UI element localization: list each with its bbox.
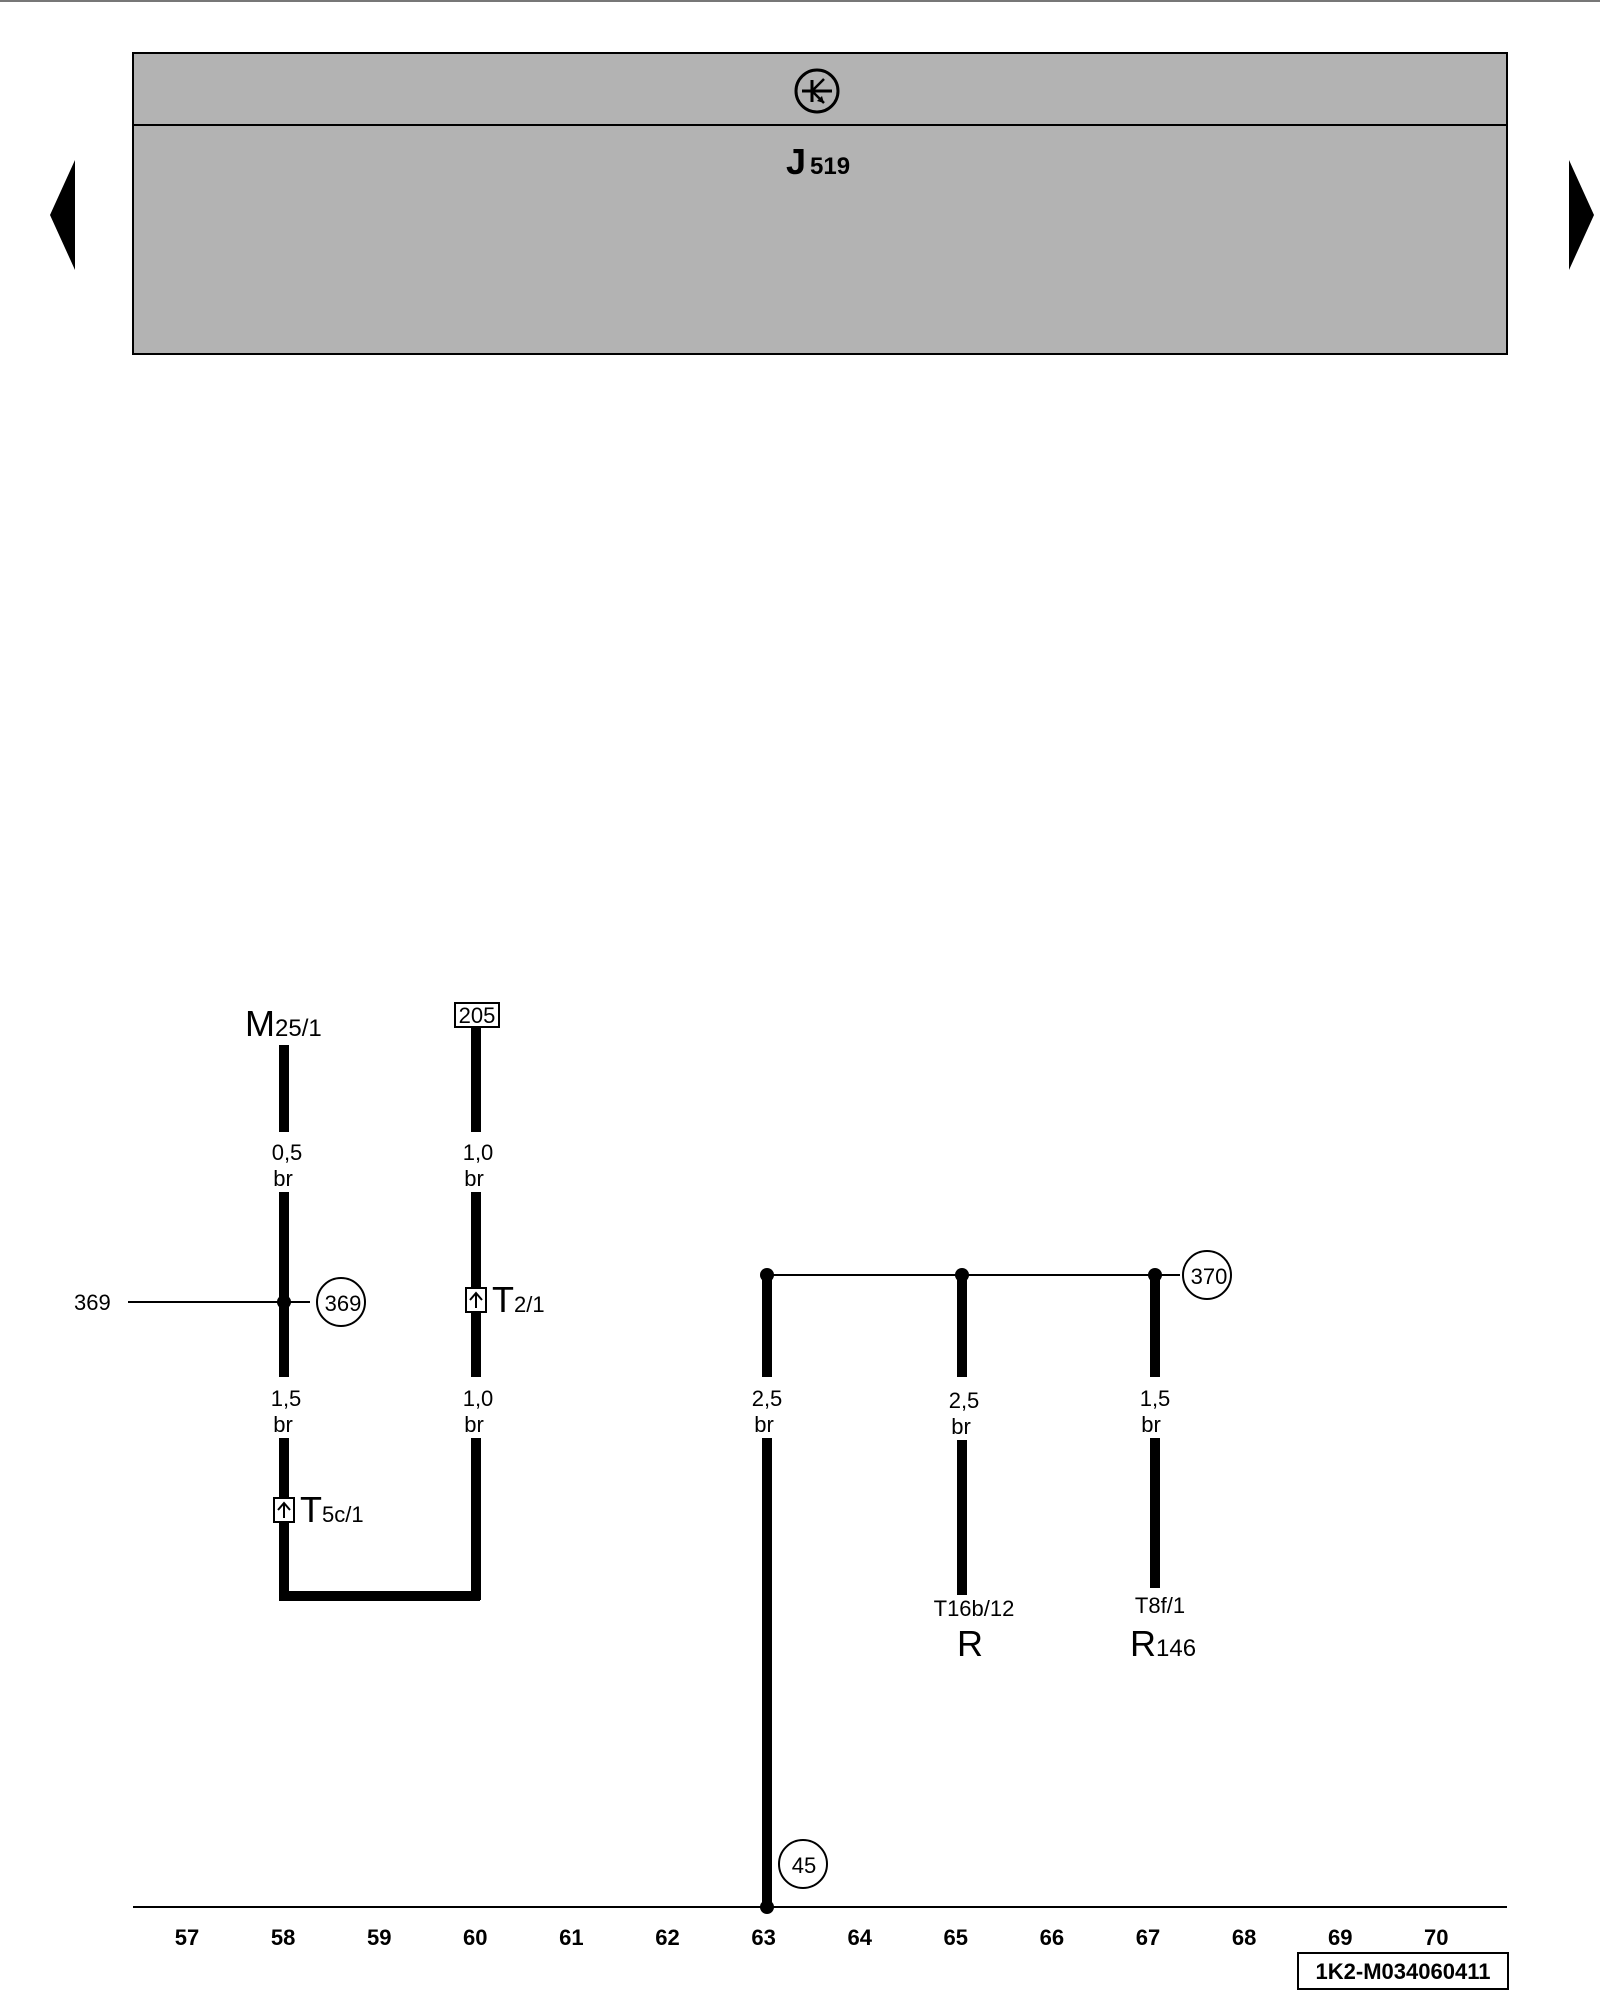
- ruler-label-57: 57: [175, 1925, 199, 1950]
- ruler-label-62: 62: [655, 1925, 679, 1950]
- w67-color: br: [1141, 1412, 1161, 1437]
- w60b-size: 1,0: [463, 1386, 494, 1411]
- ruler-label-58: 58: [271, 1925, 295, 1950]
- w63-size: 2,5: [752, 1386, 783, 1411]
- ref45-circle[interactable]: [778, 1839, 828, 1889]
- w60b-color: br: [464, 1412, 484, 1437]
- doc-id-box: [1297, 1952, 1509, 1990]
- ruler-label-69: 69: [1328, 1925, 1352, 1950]
- ruler-label-64: 64: [847, 1925, 872, 1950]
- ref369-circle-label: 369: [325, 1291, 362, 1316]
- triangle-left-icon[interactable]: [50, 160, 75, 270]
- w60a-size: 1,0: [463, 1140, 494, 1165]
- ruler-label-65: 65: [944, 1925, 968, 1950]
- r146-label: R146: [1130, 1623, 1196, 1664]
- connector-t2-icon: [465, 1287, 487, 1313]
- m25-label: M25/1: [245, 1003, 322, 1044]
- ruler: 57 58 59 60 61 62 63 64 65 66 67 68 69 70: [175, 1925, 1449, 1950]
- ref369-left-label: 369: [74, 1290, 111, 1315]
- ruler-label-67: 67: [1136, 1925, 1160, 1950]
- w65-size: 2,5: [949, 1388, 980, 1413]
- ruler-label-63: 63: [751, 1925, 775, 1950]
- ref370-circle-label: 370: [1191, 1264, 1228, 1289]
- t16b-label: T16b/12: [934, 1596, 1015, 1621]
- ref369-circle[interactable]: [316, 1277, 366, 1327]
- junction-58: [277, 1295, 291, 1309]
- doc-id: 1K2-M034060411: [1316, 1959, 1491, 1984]
- ref370-circle[interactable]: [1182, 1250, 1232, 1300]
- t8f-label: T8f/1: [1135, 1593, 1185, 1618]
- w58b-color: br: [273, 1412, 293, 1437]
- w58a-color: br: [273, 1166, 293, 1191]
- ruler-label-68: 68: [1232, 1925, 1256, 1950]
- w67-size: 1,5: [1140, 1386, 1171, 1411]
- t2-label: T2/1: [492, 1279, 545, 1320]
- w60a-color: br: [464, 1166, 484, 1191]
- triangle-right-icon[interactable]: [1569, 160, 1594, 270]
- w63-color: br: [754, 1412, 774, 1437]
- ruler-label-60: 60: [463, 1925, 487, 1950]
- w65-color: br: [951, 1414, 971, 1439]
- ref45-circle-label: 45: [792, 1853, 816, 1878]
- ruler-label-59: 59: [367, 1925, 391, 1950]
- w58a-size: 0,5: [272, 1140, 303, 1165]
- ruler-label-61: 61: [559, 1925, 583, 1950]
- r-label: R: [957, 1623, 983, 1664]
- ruler-label-66: 66: [1040, 1925, 1064, 1950]
- w58b-size: 1,5: [271, 1386, 302, 1411]
- t5c-label: T5c/1: [300, 1489, 364, 1530]
- connector-t5c-icon: [273, 1497, 295, 1523]
- ruler-label-70: 70: [1424, 1925, 1448, 1950]
- junction-ruler-63: [760, 1900, 774, 1914]
- box205-label: 205: [459, 1003, 496, 1028]
- ground-symbol-icon: [794, 68, 840, 114]
- header-band: [132, 52, 1508, 355]
